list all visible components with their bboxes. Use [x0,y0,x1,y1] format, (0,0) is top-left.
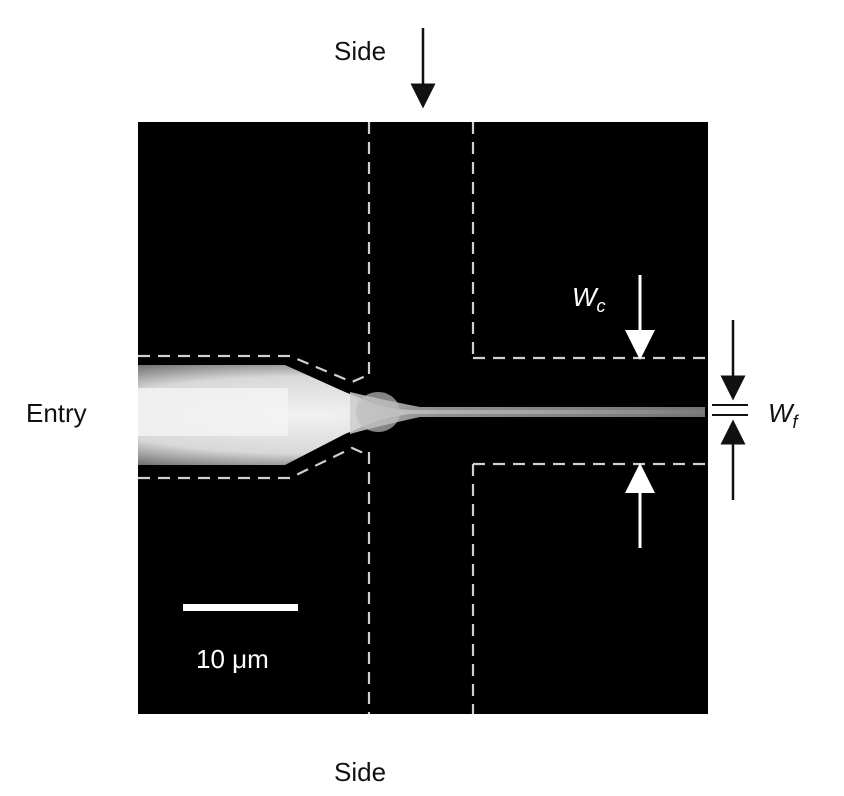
side-label-bottom: Side [334,757,387,787]
focused-stream [350,392,705,434]
wc-label: Wc [572,282,606,317]
wf-label-main: W [768,398,793,428]
scale-bar [183,604,298,611]
channel-outline [138,122,708,714]
scale-bar-label: 10 μm [196,644,269,674]
entry-label: Entry [26,398,87,428]
side-label-top: Side [334,36,387,66]
wf-label-sub: f [792,412,798,433]
wf-label: Wf [768,398,798,433]
stream-core [138,388,288,436]
stream-neck-glow [356,392,400,432]
wc-label-main: W [572,282,597,312]
wc-label-sub: c [596,296,606,317]
